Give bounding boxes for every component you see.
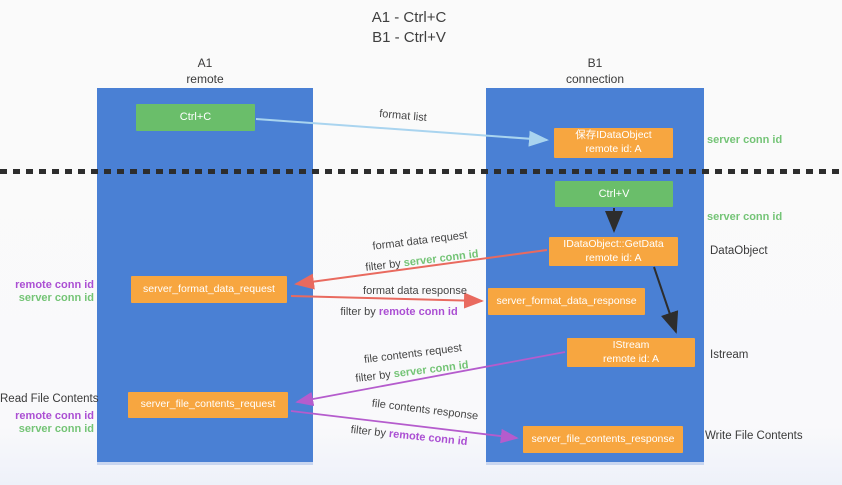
server-conn-id-text: server conn id (403, 248, 480, 270)
node-idataobject-getdata: IDataObject::GetData remote id: A (549, 237, 678, 266)
lane-b1-role: connection (565, 71, 625, 86)
edge-label-filter-by-remote-conn-id-2: filter by remote conn id (350, 424, 468, 448)
side-label-write-file-contents: Write File Contents (705, 430, 803, 442)
remote-conn-id-text: remote conn id (378, 306, 458, 318)
istream-line2: remote id: A (602, 352, 660, 365)
remote-conn-id-label: remote conn id (15, 410, 94, 422)
server-conn-id-label: server conn id (18, 423, 94, 435)
side-label-server-conn-id-top: server conn id (707, 134, 783, 146)
edge-label-format-data-request: format data request (371, 229, 469, 253)
side-label-format-conn-ids: remote conn id server conn id (0, 279, 94, 305)
lane-a1-name: A1 (197, 56, 213, 70)
format-response-label: server_format_data_response (496, 294, 637, 307)
getdata-line2: remote id: A (585, 251, 642, 264)
edge-label-format-list: format list (378, 107, 428, 125)
lane-header-a1: A1 remote (97, 56, 313, 87)
node-ctrl-v: Ctrl+V (555, 181, 673, 207)
edge-label-filter-by-server-conn-id-1: filter by server conn id (365, 248, 479, 274)
title-line-1: A1 - Ctrl+C (371, 9, 447, 26)
side-label-read-file-contents: Read File Contents (0, 393, 99, 405)
file-request-label: server_file_contents_request (140, 398, 276, 411)
edge-label-format-data-response: format data response (363, 285, 467, 297)
side-label-server-conn-id-middle: server conn id (707, 211, 783, 223)
node-server-file-contents-request: server_file_contents_request (128, 392, 288, 418)
edge-label-filter-by-remote-conn-id-1: filter by remote conn id (340, 306, 457, 318)
filter-by-text: filter by (364, 257, 405, 274)
node-save-idataobject: 保存IDataObject remote id: A (554, 128, 673, 158)
getdata-line1: IDataObject::GetData (563, 237, 664, 250)
title-line-2: B1 - Ctrl+V (372, 29, 446, 47)
session-divider-dotted-line (0, 169, 842, 174)
server-conn-id-label: server conn id (18, 292, 94, 304)
ctrl-c-label: Ctrl+C (179, 111, 212, 124)
lane-b1-name: B1 (587, 56, 603, 70)
side-label-dataobject: DataObject (710, 245, 768, 257)
lane-header-b1: B1 connection (486, 56, 704, 87)
filter-by-text: filter by (354, 368, 395, 385)
node-server-file-contents-response: server_file_contents_response (523, 426, 683, 453)
edge-label-file-contents-response: file contents response (371, 397, 479, 423)
istream-line1: IStream (612, 338, 650, 351)
save-idataobject-line1: 保存IDataObject (575, 129, 652, 142)
side-label-istream: Istream (710, 349, 749, 361)
node-ctrl-c: Ctrl+C (136, 104, 255, 131)
node-istream: IStream remote id: A (567, 338, 695, 367)
file-response-label: server_file_contents_response (531, 432, 675, 445)
node-server-format-data-request: server_format_data_request (131, 276, 287, 303)
lane-a1-role: remote (186, 71, 224, 86)
server-conn-id-text: server conn id (393, 359, 470, 381)
remote-conn-id-text: remote conn id (388, 427, 468, 449)
ctrl-v-label: Ctrl+V (598, 187, 630, 200)
side-label-file-conn-ids: remote conn id server conn id (0, 410, 94, 436)
filter-by-text: filter by (340, 306, 379, 318)
filter-by-text: filter by (350, 423, 390, 440)
save-idataobject-line2: remote id: A (585, 143, 642, 155)
node-server-format-data-response: server_format_data_response (488, 288, 645, 315)
diagram-title: A1 - Ctrl+C B1 - Ctrl+V (372, 8, 447, 49)
format-request-label: server_format_data_request (143, 282, 275, 295)
remote-conn-id-label: remote conn id (15, 279, 94, 291)
